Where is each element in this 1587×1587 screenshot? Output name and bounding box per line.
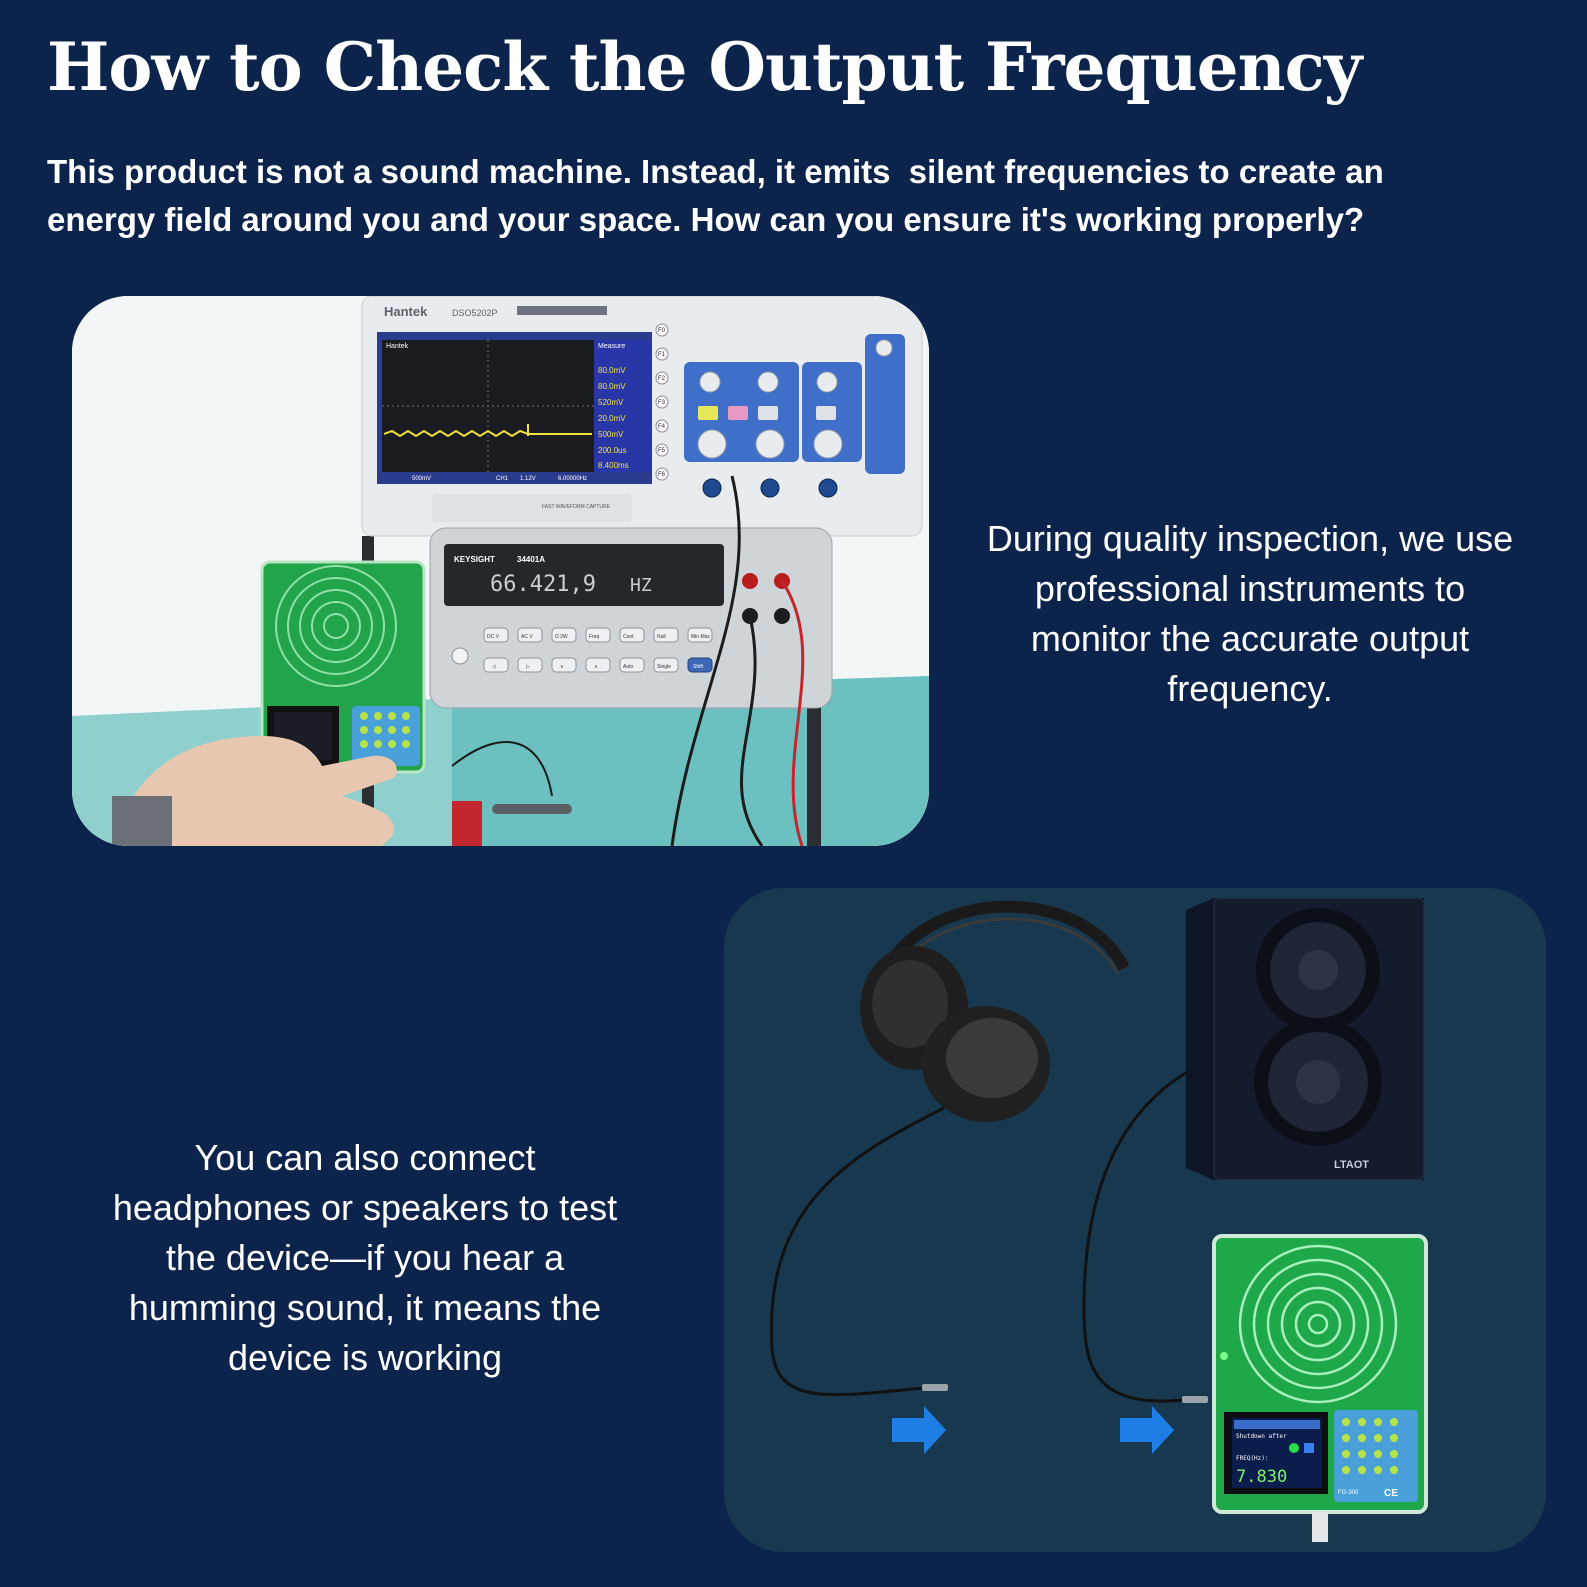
meter-button: ∧: [594, 664, 598, 670]
measure-value: 520mV: [598, 398, 624, 407]
meter-button: AC V: [521, 634, 533, 640]
meter-button: DC V: [487, 634, 500, 640]
audio-test-illustration: LTAOT Shutdown after FREQ(Hz): 7.830: [724, 888, 1546, 1552]
caption-line: During quality inspection, we use: [986, 518, 1514, 559]
device-freq-label: FREQ(Hz):: [1236, 1455, 1269, 1462]
device-status-text: Shutdown after: [1236, 1433, 1287, 1440]
scope-status-left: 500mV: [412, 476, 431, 482]
multimeter-reading: 66.421,9: [490, 572, 596, 597]
instrument-illustration: Hantek DSO5202P Hantek Measure 80.0mV 80…: [72, 296, 929, 846]
meter-button: ▷: [526, 664, 530, 670]
fkey: F6: [658, 472, 666, 478]
measure-value: 8.400ms: [598, 461, 629, 470]
page-title: How to Check the Output Frequency: [47, 28, 1362, 106]
meter-button: Cont: [623, 634, 634, 640]
measure-value: 500mV: [598, 430, 624, 439]
intro-line-1: This product is not a sound machine. Ins…: [47, 153, 1384, 190]
caption-line: professional instruments to: [1034, 568, 1466, 609]
meter-button: ◁: [492, 664, 496, 670]
speaker-brand: LTAOT: [1334, 1159, 1369, 1171]
measure-value: 20.0mV: [598, 414, 626, 423]
measure-header: Measure: [598, 343, 625, 350]
device-freq-value: 7.830: [1236, 1467, 1287, 1487]
instrument-photo: Hantek DSO5202P Hantek Measure 80.0mV 80…: [72, 296, 929, 846]
headphones-caption: You can also connect headphones or speak…: [80, 1133, 650, 1383]
caption-line: the device—if you hear a: [165, 1237, 565, 1278]
scope-model: DSO5202P: [452, 308, 498, 318]
meter-button: Min Max: [691, 634, 710, 640]
meter-button: Single: [657, 664, 671, 670]
measure-value: 80.0mV: [598, 382, 626, 391]
caption-line: monitor the accurate output: [1030, 618, 1470, 659]
fkey: F1: [658, 352, 666, 358]
frequency-device: Shutdown after FREQ(Hz): 7.830 FG-300 CE: [1212, 1234, 1428, 1542]
caption-line: humming sound, it means the: [128, 1287, 602, 1328]
speaker-icon: [1186, 897, 1425, 1181]
fkey: F3: [658, 400, 666, 406]
multimeter-brand: KEYSIGHT: [454, 555, 495, 564]
fkey: F4: [658, 424, 666, 430]
arrow-right-icon: [1120, 1406, 1174, 1454]
inspection-caption: During quality inspection, we use profes…: [945, 514, 1555, 714]
arrow-right-icon: [892, 1406, 946, 1454]
headphones-speaker-scene: LTAOT Shutdown after FREQ(Hz): 7.830: [724, 888, 1546, 1552]
meter-button: ∨: [560, 664, 564, 670]
device-model: FG-300: [1338, 1490, 1359, 1496]
intro-text: This product is not a sound machine. Ins…: [47, 148, 1547, 244]
scope-brand: Hantek: [384, 304, 428, 319]
caption-line: device is working: [227, 1337, 503, 1378]
fkey: F0: [658, 328, 666, 334]
caption-line: headphones or speakers to test: [112, 1187, 618, 1228]
caption-line: frequency.: [1167, 668, 1333, 709]
meter-button: Shift: [693, 664, 704, 670]
scope-capture-text: FAST WAVEFORM CAPTURE: [542, 504, 611, 510]
scope-screen-brand: Hantek: [386, 343, 409, 350]
meter-button: Ω 2W: [555, 634, 568, 640]
multimeter-model: 34401A: [517, 555, 545, 564]
measure-value: 80.0mV: [598, 366, 626, 375]
meter-button: Auto: [623, 664, 634, 670]
scope-status-val: 1.12V: [520, 476, 536, 482]
scope-status-ch: CH1: [496, 476, 509, 482]
caption-line: You can also connect: [194, 1137, 536, 1178]
meter-button: Null: [657, 634, 666, 640]
device-marks: CE: [1384, 1488, 1398, 1499]
intro-line-2: energy field around you and your space. …: [47, 201, 1365, 238]
measure-value: 200.0us: [598, 446, 626, 455]
headphones-icon: [860, 900, 1130, 1122]
fkey: F2: [658, 376, 666, 382]
fkey: F5: [658, 448, 666, 454]
scope-status-freq: 6.00000Hz: [558, 476, 587, 482]
meter-button: Freq: [589, 634, 600, 640]
multimeter-unit: HZ: [630, 575, 652, 596]
